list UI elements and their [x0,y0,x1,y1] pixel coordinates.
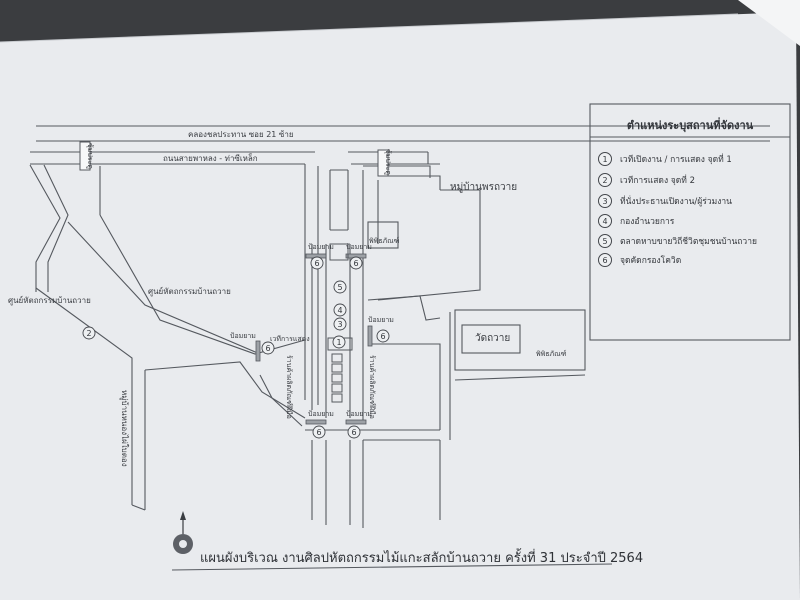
legend-item-4: 4 กองอำนวยการ [598,214,674,228]
checkpoint-bar-1 [305,253,327,259]
diagonal-road-left-lower [35,287,133,505]
checkpoint-label-2: ป้อมยาม [346,243,372,251]
plaza-block [329,243,349,261]
center-mid-label: ศูนย์หัตถกรรมบ้านถวาย [148,287,231,296]
checkpoint-label-4: ป้อมยาม [230,332,256,340]
museum-top-block [367,221,399,249]
market-left-label: ร้านค้าผลิตภัณฑ์ฝีมือ [285,355,293,419]
temple-grounds [454,309,586,371]
gate-left-label: ซุ้มประตู [86,143,94,169]
gate-right-label: ซุ้มประตู [384,149,392,175]
museum-right-label: พิพิธภัณฑ์ [536,350,567,358]
museum-top-label: พิพิธภัณฑ์ [369,237,400,245]
legend-item-6: 6 จุดคัดกรองโควิด [598,253,681,267]
legend-item-4-num: 4 [598,214,612,228]
legend-item-2-text: เวทีการแสดง จุดที่ 2 [620,176,696,186]
checkpoint-label-6: ป้อมยาม [346,410,372,418]
checkpoint-bar-6 [345,419,367,425]
footer-title: แผนผังบริเวณ งานศิลปหัตถกรรมไม้แกะสลักบ้… [200,551,644,566]
legend-item-5: 5 ตลาดหาบขายวิถีชีวิตชุมชนบ้านถวาย [598,234,757,248]
curve-road-inner [259,374,303,427]
stall-4 [331,383,343,393]
checkpoint-bar-2 [345,253,367,259]
legend-item-2: 2 เวทีการแสดง จุดที่ 2 [598,173,695,187]
paper-corner-fold [738,0,800,46]
temple-label: วัดถวาย [475,333,511,344]
checkpoint-label-5: ป้อมยาม [308,410,334,418]
temple-road [454,374,586,381]
east-lower-left [368,343,441,430]
checkpoint-bar-4 [255,340,261,362]
stage-note-label: เวทีการแสดง [270,335,310,343]
diagonal-road-left [29,164,61,292]
legend-item-1: 1 เวทีเปิดงาน / การแสดง จุดที่ 1 [598,152,732,166]
checkpoint-bar-5 [305,419,327,425]
legend-item-5-text: ตลาดหาบขายวิถีชีวิตชุมชนบ้านถวาย [620,237,757,247]
gate-right [377,149,389,177]
legend-item-3-num: 3 [598,194,612,208]
checkpoint-label-3: ป้อมยาม [368,316,394,324]
checkpoint-bar-3 [367,325,373,347]
village-label: หมู่บ้านพรถวาย [450,182,518,193]
legend-item-6-num: 6 [598,253,612,267]
footer-underline [171,563,613,571]
village-block [377,189,481,301]
diagonal-road-right-lower [67,221,261,355]
legend-title: ตำแหน่งระบุสถานที่จัดงาน [626,119,754,132]
stall-3 [331,373,343,383]
curve-road-top [144,361,306,419]
diagonal-road-right [43,164,69,292]
legend-item-5-num: 5 [598,234,612,248]
paper-edge [0,13,739,43]
stall-5 [331,393,343,403]
market-right-label: ร้านค้าผลิตภัณฑ์ฝีมือ [368,355,376,419]
compass-arrow [180,511,186,520]
checkpoint-label-1: ป้อมยาม [308,243,334,251]
block-center-left [99,214,306,355]
paper-background [0,12,800,600]
village-block-top [378,175,441,190]
canal-label: คลองชลประทาน ซอย 21 ซ้าย [188,130,294,139]
compass-icon [173,511,193,554]
center-left-label: ศูนย์หัตถกรรมบ้านถวาย [8,296,91,305]
stall-1 [331,353,343,363]
legend-item-4-text: กองอำนวยการ [620,217,675,227]
vertical-road-label: หมู่บ้านหนองไผ่ใบตอง [120,390,129,467]
curve-road-bottom [131,504,146,511]
legend-item-3-text: ที่นั่งประธานเปิดงาน/ผู้ร่วมงาน [620,197,732,207]
gate-left [79,141,91,171]
legend-item-6-text: จุดคัดกรองโควิด [620,256,682,266]
temple-block [461,324,521,354]
east-road-mid [367,295,441,321]
compass-inner [179,540,187,548]
legend-item-2-num: 2 [598,173,612,187]
stall-2 [331,363,343,373]
legend-box [589,103,791,341]
legend-item-3: 3 ที่นั่งประธานเปิดงาน/ผู้ร่วมงาน [598,194,732,208]
highway-label: ถนนสายพาหลง - ท่าซีเหล็ก [163,154,258,163]
legend-item-1-num: 1 [598,152,612,166]
legend-item-1-text: เวทีเปิดงาน / การแสดง จุดที่ 1 [620,155,732,165]
